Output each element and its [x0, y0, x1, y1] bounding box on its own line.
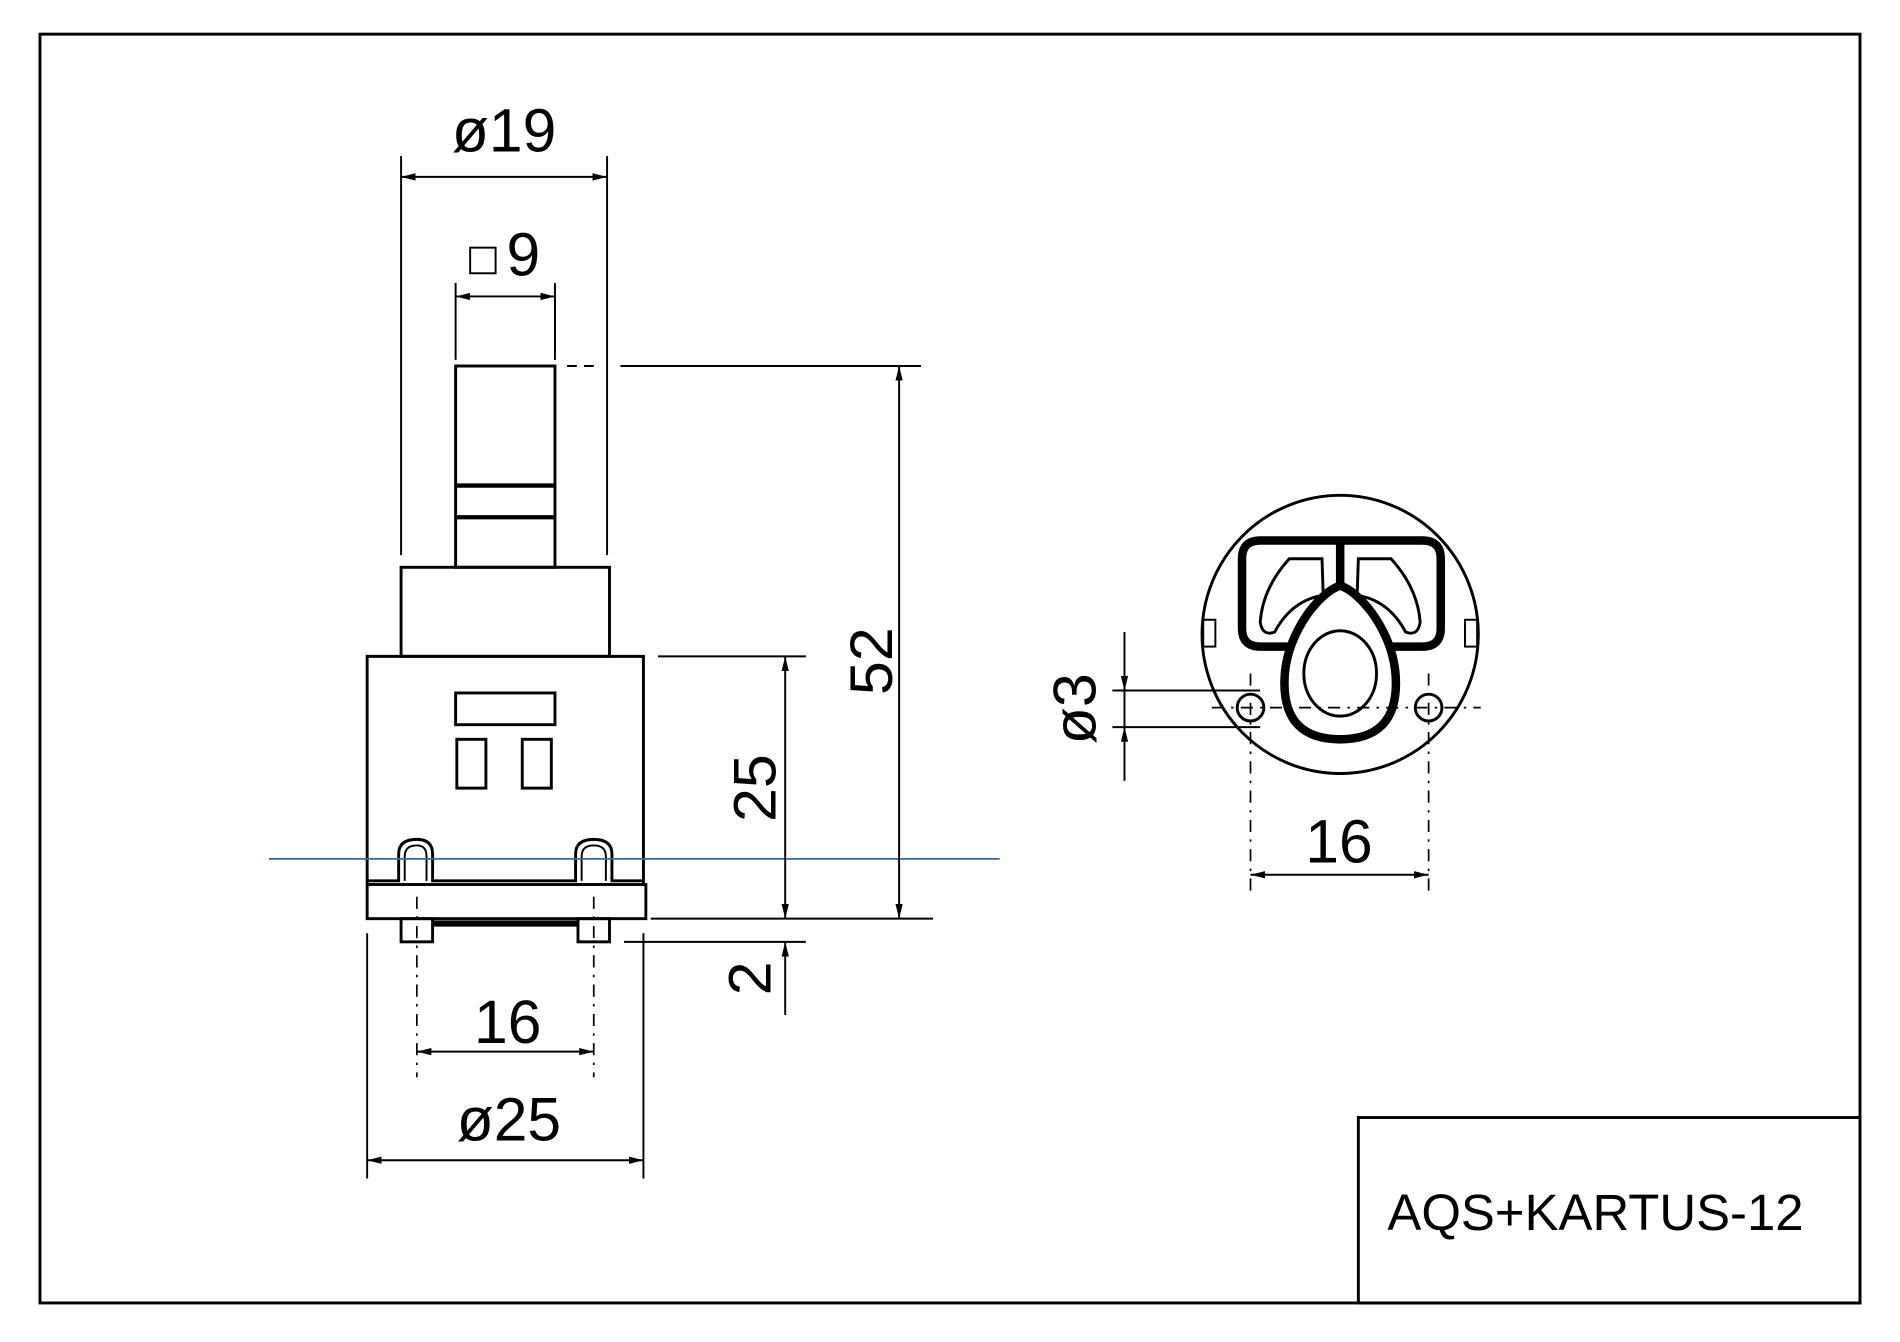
lower-body: [365, 654, 645, 885]
dim-top-diameter: ø19: [452, 96, 556, 164]
drawing-frame: [38, 32, 1862, 1305]
dim-hole-diameter: ø3: [1041, 673, 1109, 744]
bottom-view: 16 ø3: [1041, 493, 1481, 894]
square-symbol-icon: [469, 246, 497, 275]
dim-stem-square: 9: [507, 221, 541, 289]
dim-base-diameter: ø25: [457, 1086, 561, 1154]
stem: [454, 364, 557, 569]
dim-pin-spacing: 16: [474, 988, 541, 1056]
teardrop-port: [1280, 581, 1401, 744]
dim-hole-spacing: 16: [1305, 807, 1372, 875]
dim-overall-height: 52: [837, 627, 905, 695]
base-plate: [365, 883, 648, 921]
title-block-text: AQS+KARTUS-12: [1387, 1184, 1803, 1241]
outer-circle: [1200, 493, 1480, 775]
dim-body-height: 25: [721, 754, 789, 822]
dim-pin-height: 2: [716, 961, 784, 995]
upper-body: [399, 565, 611, 658]
side-view: ø19 9 52 25 2 16 ø25: [269, 96, 1000, 1179]
title-block: AQS+KARTUS-12: [1356, 1116, 1862, 1305]
